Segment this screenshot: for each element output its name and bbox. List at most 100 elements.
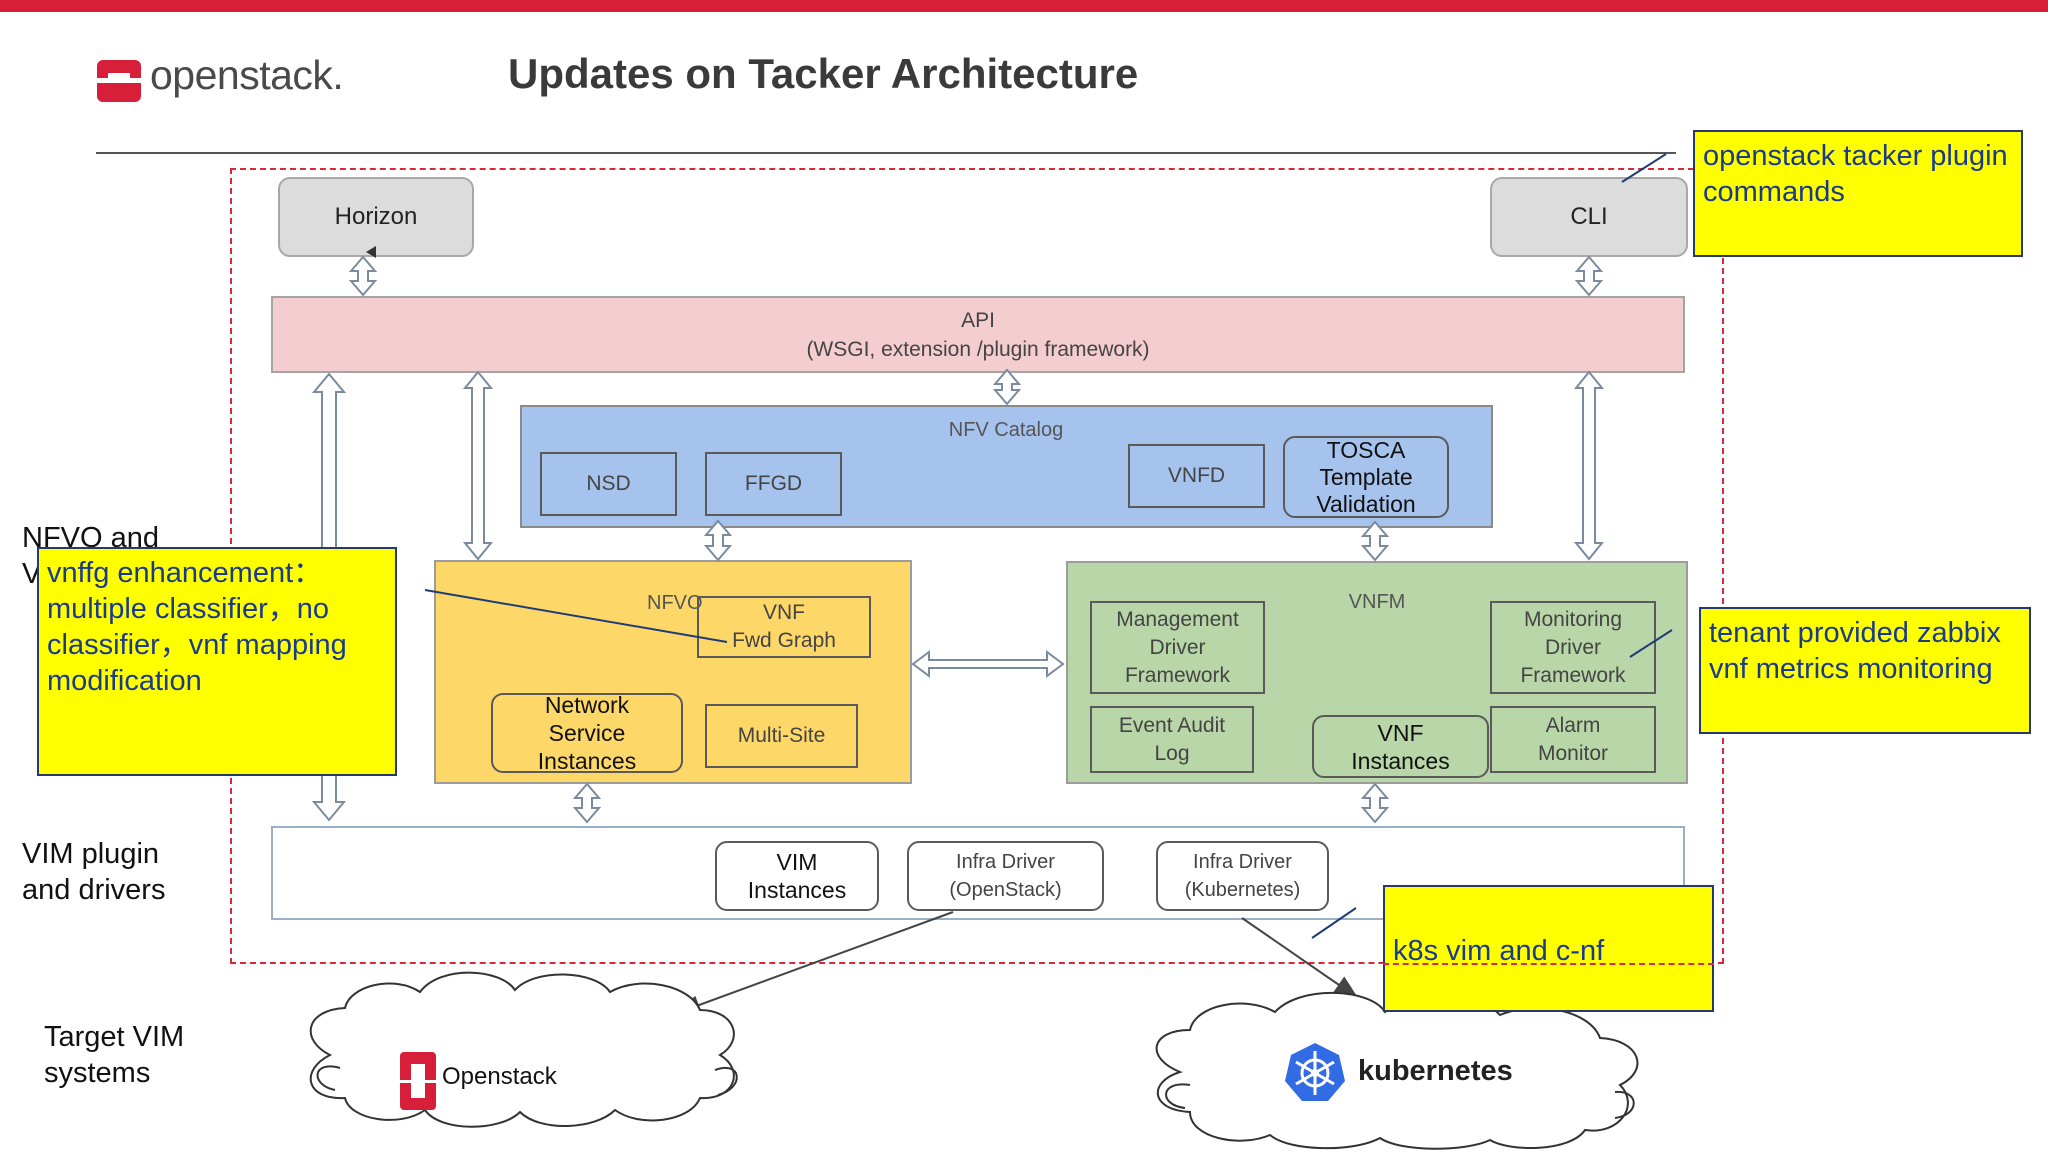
- multi-site-box: Multi-Site: [705, 704, 858, 768]
- network-service-instances-box: Network Service Instances: [491, 692, 683, 774]
- note-vnffg-line-4: modification: [47, 665, 202, 697]
- arrow-icon: [1574, 255, 1604, 297]
- ffgd-box: FFGD: [705, 452, 842, 516]
- note-cli-line-1: openstack tacker plugin: [1703, 140, 2008, 172]
- top-accent-bar: [0, 0, 2048, 12]
- tosca-validation-box: TOSCA Template Validation: [1283, 436, 1449, 518]
- side-target-1: Target VIM: [44, 1021, 185, 1053]
- tosca-label-2: Template: [1319, 463, 1413, 490]
- vnfi-label-2: Instances: [1351, 747, 1450, 774]
- arrow-icon: [348, 255, 378, 297]
- openstack-cloud-label: Openstack: [442, 1063, 557, 1090]
- kubernetes-cloud-label: kubernetes: [1358, 1055, 1513, 1087]
- management-driver-box: Management Driver Framework: [1090, 601, 1265, 694]
- vim-instances-box: VIM Instances: [715, 841, 879, 911]
- vnf-instances-box: VNF Instances: [1312, 715, 1489, 778]
- infra-k8s-label-1: Infra Driver: [1193, 851, 1292, 873]
- nsi-label-2: Service: [548, 720, 626, 746]
- note-vnffg-line-3: classifier，vnf mapping: [47, 629, 347, 661]
- mon-label-1: Monitoring: [1523, 607, 1623, 631]
- side-target-2: systems: [44, 1057, 151, 1089]
- note-vnffg-line-1: vnffg enhancement：: [47, 557, 323, 589]
- openstack-cloud: [309, 971, 738, 1128]
- api-subtitle: (WSGI, extension /plugin framework): [806, 337, 1150, 361]
- vimi-label-1: VIM: [776, 849, 818, 875]
- side-vim-2: and drivers: [22, 874, 166, 906]
- tosca-label-1: TOSCA: [1326, 436, 1406, 463]
- api-box: API (WSGI, extension /plugin framework): [271, 296, 1685, 373]
- nsd-box: NSD: [540, 452, 677, 516]
- event-audit-log-box: Event Audit Log: [1090, 706, 1254, 773]
- nfvo-label: NFVO: [647, 592, 703, 614]
- multi-site-label: Multi-Site: [737, 724, 826, 747]
- alarm-label-1: Alarm: [1545, 713, 1601, 737]
- note-zabbix-line-1: tenant provided zabbix: [1709, 617, 2001, 649]
- nsi-label-3: Instances: [537, 748, 637, 774]
- horizon-box: Horizon: [278, 177, 474, 257]
- nfv-catalog-box: NFV Catalog: [520, 405, 1493, 528]
- nfv-catalog-label: NFV Catalog: [948, 419, 1064, 441]
- api-title: API: [961, 308, 995, 332]
- vnf-fwd-graph-box: VNF Fwd Graph: [697, 596, 871, 658]
- infra-driver-kubernetes-box: Infra Driver (Kubernetes): [1156, 841, 1329, 911]
- side-label-target-vim: Target VIM systems: [44, 1019, 184, 1091]
- mon-label-2: Driver: [1545, 635, 1601, 659]
- side-label-vim-plugin: VIM plugin and drivers: [22, 836, 165, 908]
- vnfm-label: VNFM: [1348, 591, 1406, 613]
- arrow-icon: [992, 368, 1022, 406]
- note-k8s-line: k8s vim and c-nf: [1393, 935, 1605, 967]
- mgmt-label-3: Framework: [1124, 663, 1230, 687]
- nsd-label: NSD: [586, 472, 631, 495]
- note-vnffg-enhancement: vnffg enhancement： multiple classifier，n…: [37, 547, 397, 776]
- event-label-2: Log: [1154, 741, 1190, 765]
- infra-driver-openstack-box: Infra Driver (OpenStack): [907, 841, 1104, 911]
- arrow-icon: [1360, 520, 1390, 562]
- vnf-fwd-label-2: Fwd Graph: [732, 629, 836, 652]
- note-cli-line-2: commands: [1703, 176, 1845, 208]
- infra-os-label-2: (OpenStack): [949, 879, 1062, 901]
- openstack-logo-icon: [400, 1052, 436, 1110]
- mgmt-label-2: Driver: [1149, 635, 1206, 659]
- page-title: Updates on Tacker Architecture: [508, 50, 1139, 97]
- boundary-overlay: [1383, 963, 1714, 965]
- arrow-icon: [703, 519, 733, 562]
- arrow-icon: [462, 370, 494, 561]
- arrow-icon: [1573, 370, 1605, 561]
- infra-k8s-label-2: (Kubernetes): [1184, 879, 1301, 901]
- nsi-label-1: Network: [544, 692, 630, 718]
- note-zabbix-monitoring: tenant provided zabbix vnf metrics monit…: [1699, 607, 2031, 734]
- title-divider: [96, 152, 1676, 154]
- note-zabbix-line-2: vnf metrics monitoring: [1709, 653, 1993, 685]
- mgmt-label-1: Management: [1116, 607, 1239, 631]
- vnf-fwd-label-1: VNF: [763, 601, 805, 624]
- alarm-label-2: Monitor: [1537, 741, 1609, 765]
- alarm-monitor-box: Alarm Monitor: [1490, 706, 1656, 773]
- event-label-1: Event Audit: [1118, 713, 1226, 737]
- tosca-label-3: Validation: [1316, 490, 1416, 517]
- logo-text: openstack.: [150, 52, 344, 98]
- side-nfvo-2: V: [22, 558, 42, 590]
- cli-label: CLI: [1570, 203, 1608, 230]
- monitoring-driver-box: Monitoring Driver Framework: [1490, 601, 1656, 694]
- vnfd-label: VNFD: [1167, 464, 1226, 487]
- kubernetes-logo-icon: [1285, 1043, 1345, 1101]
- vnfi-label-1: VNF: [1377, 719, 1424, 746]
- side-vim-1: VIM plugin: [22, 838, 160, 870]
- vnfm-box: VNFM: [1066, 561, 1688, 784]
- vimi-label-2: Instances: [747, 877, 847, 903]
- vnfd-box: VNFD: [1128, 444, 1265, 508]
- note-vnffg-line-2: multiple classifier，no: [47, 593, 330, 625]
- kubernetes-cloud: [1155, 991, 1639, 1150]
- small-triangle-icon: [366, 246, 376, 258]
- ffgd-label: FFGD: [744, 472, 803, 495]
- note-k8s-vim: k8s vim and c-nf: [1383, 885, 1714, 1012]
- arrow-icon: [911, 650, 1065, 678]
- horizon-label: Horizon: [334, 203, 418, 230]
- note-cli-commands: openstack tacker plugin commands: [1693, 130, 2023, 257]
- arrow-icon: [572, 782, 602, 824]
- infra-os-label-1: Infra Driver: [956, 851, 1055, 873]
- openstack-logo-icon: [97, 60, 141, 102]
- arrow-icon: [1360, 782, 1390, 824]
